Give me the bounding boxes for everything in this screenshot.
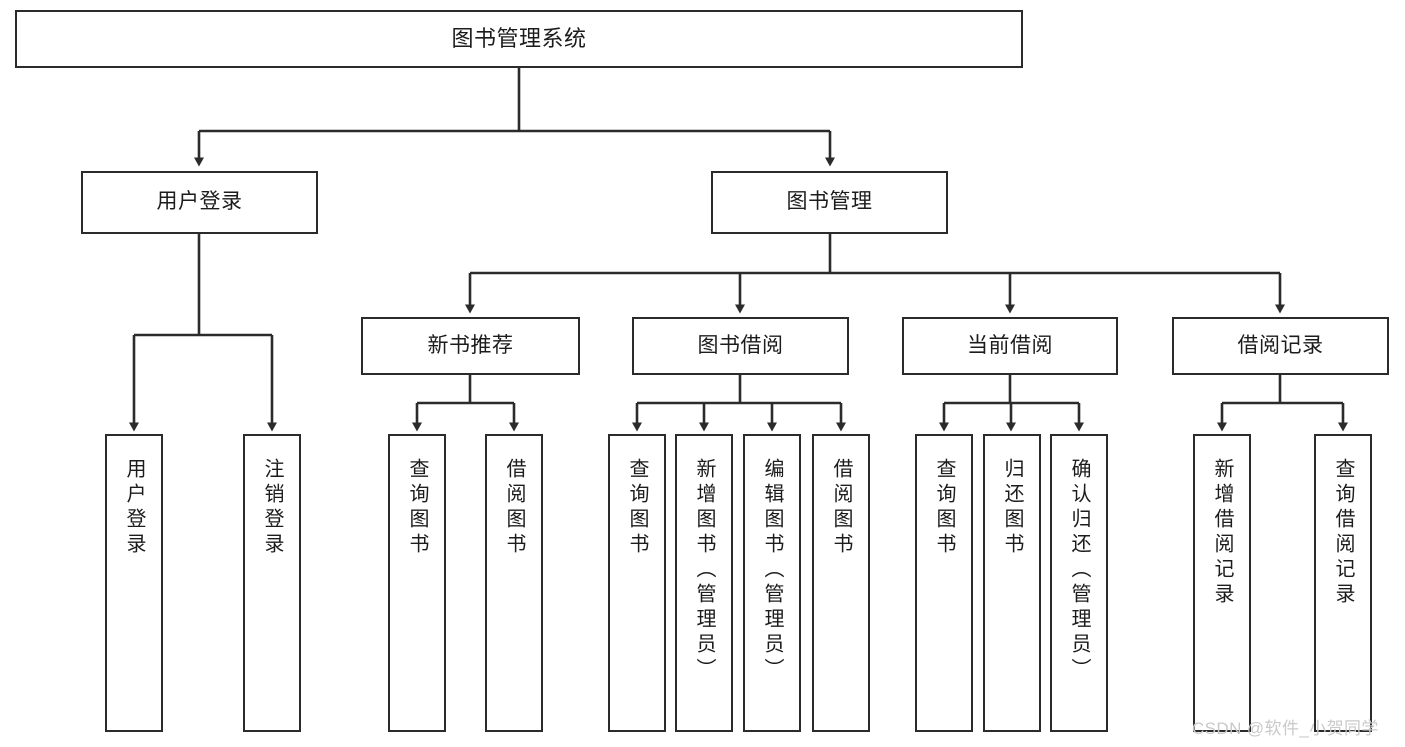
node-leaf-logout-login[interactable]: 注销登录 — [243, 434, 301, 732]
node-label: 借阅记录 — [1237, 333, 1324, 357]
node-label: 图书借阅 — [697, 333, 784, 357]
node-label: 编辑图书（管理员） — [761, 458, 783, 683]
node-label: 借阅图书 — [503, 458, 525, 558]
node-label: 确认归还（管理员） — [1068, 458, 1090, 683]
node-label: 查询借阅记录 — [1332, 458, 1354, 608]
node-label: 查询图书 — [626, 458, 648, 558]
node-book-borrow[interactable]: 图书借阅 — [632, 317, 849, 375]
node-leaf-borrow-book[interactable]: 借阅图书 — [812, 434, 870, 732]
node-leaf-edit-book[interactable]: 编辑图书（管理员） — [743, 434, 801, 732]
node-book-management[interactable]: 图书管理 — [711, 171, 948, 234]
node-label: 查询图书 — [406, 458, 428, 558]
watermark: CSDN @软件_小贺同学 — [1192, 719, 1379, 738]
node-leaf-borrow-book-recommend[interactable]: 借阅图书 — [485, 434, 543, 732]
node-leaf-query-borrow-record[interactable]: 查询借阅记录 — [1314, 434, 1372, 732]
node-borrow-record[interactable]: 借阅记录 — [1172, 317, 1389, 375]
node-label: 注销登录 — [261, 458, 283, 558]
node-leaf-query-book-recommend[interactable]: 查询图书 — [388, 434, 446, 732]
node-label: 新增图书（管理员） — [693, 458, 715, 683]
node-leaf-add-borrow-record[interactable]: 新增借阅记录 — [1193, 434, 1251, 732]
node-label: 借阅图书 — [830, 458, 852, 558]
node-label: 用户登录 — [123, 458, 145, 558]
node-label: 当前借阅 — [967, 333, 1053, 357]
node-leaf-confirm-return[interactable]: 确认归还（管理员） — [1050, 434, 1108, 732]
node-label: 查询图书 — [933, 458, 955, 558]
node-label: 新书推荐 — [427, 333, 514, 357]
node-label: 图书管理 — [786, 190, 873, 214]
node-label: 图书管理系统 — [451, 26, 587, 52]
node-new-book-recommend[interactable]: 新书推荐 — [361, 317, 580, 375]
node-label: 新增借阅记录 — [1211, 458, 1233, 608]
node-user-login[interactable]: 用户登录 — [81, 171, 318, 234]
node-leaf-query-book-current[interactable]: 查询图书 — [915, 434, 973, 732]
node-root-book-management-system[interactable]: 图书管理系统 — [15, 10, 1023, 68]
node-leaf-add-book[interactable]: 新增图书（管理员） — [675, 434, 733, 732]
node-leaf-user-login[interactable]: 用户登录 — [105, 434, 163, 732]
node-current-borrow[interactable]: 当前借阅 — [902, 317, 1118, 375]
node-label: 归还图书 — [1001, 458, 1023, 558]
node-label: 用户登录 — [156, 190, 243, 214]
node-leaf-query-book-borrow[interactable]: 查询图书 — [608, 434, 666, 732]
node-leaf-return-book[interactable]: 归还图书 — [983, 434, 1041, 732]
